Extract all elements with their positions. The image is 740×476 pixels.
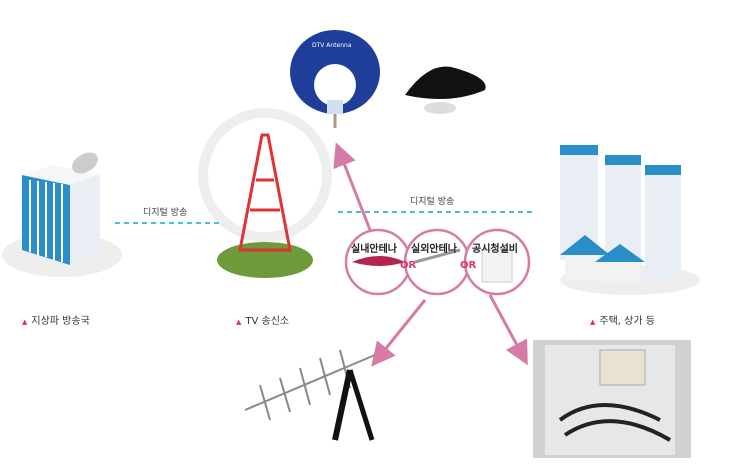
wall-outlet-icon <box>481 249 513 283</box>
master-antenna-cabinet-image <box>533 340 691 458</box>
triangle-bullet-icon: ▲ <box>236 318 242 326</box>
option-circles <box>344 228 531 296</box>
station-label-text: 지상파 방송국 <box>31 316 90 327</box>
outdoor-yagi-antenna-image <box>244 349 376 441</box>
transmitter-label-text: TV 송신소 <box>245 316 290 327</box>
flat-indoor-antenna-image <box>405 66 486 114</box>
option-outdoor-label: 실외안테나 <box>411 244 457 255</box>
homes-icon <box>560 145 700 295</box>
outdoor-antenna-mini-icon <box>414 248 461 264</box>
option-indoor-label: 실내안테나 <box>351 244 397 255</box>
homes-label-text: 주택, 상가 등 <box>599 316 655 327</box>
station-label: ▲지상파 방송국 <box>22 312 90 327</box>
dtv-ring-antenna-image <box>290 30 380 128</box>
arrow-to-outdoor <box>371 299 427 367</box>
or-label-2: OR <box>460 260 477 271</box>
indoor-antenna-mini-icon <box>352 256 405 266</box>
tv-transmitter-icon <box>198 108 332 278</box>
broadcast-station-icon <box>2 152 122 277</box>
triangle-bullet-icon: ▲ <box>22 318 28 326</box>
homes-label: ▲주택, 상가 등 <box>590 312 655 327</box>
flow-label-left: 디지털 방송 <box>143 208 188 218</box>
triangle-bullet-icon: ▲ <box>590 318 596 326</box>
flow-label-right: 디지털 방송 <box>410 197 455 207</box>
option-master-label: 공시청설비 <box>472 244 518 255</box>
dtv-antenna-text: DTV Antenna <box>312 42 352 49</box>
arrow-to-indoor <box>333 142 374 236</box>
transmitter-label: ▲TV 송신소 <box>236 312 289 327</box>
or-label-1: OR <box>400 260 417 271</box>
arrow-to-master <box>488 294 528 366</box>
